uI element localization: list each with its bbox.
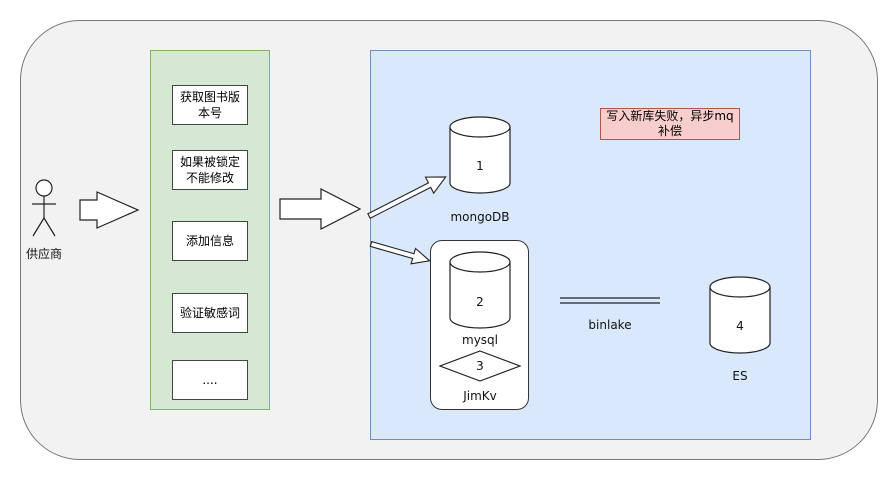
binlake-label: binlake (588, 318, 632, 332)
step-add-info[interactable]: 添加信息 (172, 221, 248, 261)
mongodb-cylinder-icon[interactable] (449, 116, 511, 194)
binlake-connector (560, 297, 660, 304)
mongodb-label: mongoDB (450, 210, 510, 224)
mongodb-number: 1 (476, 159, 484, 173)
jimkv-diamond-icon[interactable] (438, 350, 522, 382)
arrow-to-mongodb (367, 176, 447, 219)
actor-icon[interactable] (32, 179, 56, 237)
actor-label: 供应商 (25, 247, 62, 261)
step-check-lock[interactable]: 如果被锁定不能修改 (172, 150, 248, 190)
jimkv-number: 3 (476, 359, 484, 373)
jimkv-label: JimKv (463, 389, 497, 403)
es-label: ES (732, 369, 748, 383)
step-get-book-version[interactable]: 获取图书版本号 (172, 85, 248, 125)
mysql-number: 2 (476, 295, 484, 309)
mysql-cylinder-icon[interactable] (449, 251, 511, 329)
step-more[interactable]: .... (172, 360, 248, 400)
es-cylinder-icon[interactable] (709, 276, 771, 354)
mysql-label: mysql (462, 333, 498, 347)
step-verify-sensitive-words[interactable]: 验证敏感词 (172, 293, 248, 333)
es-number: 4 (736, 319, 744, 333)
arrow-to-mysql (369, 240, 431, 265)
arrow-actor-to-steps (79, 191, 140, 229)
compensation-note[interactable]: 写入新库失败，异步mq补偿 (600, 108, 740, 140)
arrow-steps-to-storage (279, 188, 362, 230)
